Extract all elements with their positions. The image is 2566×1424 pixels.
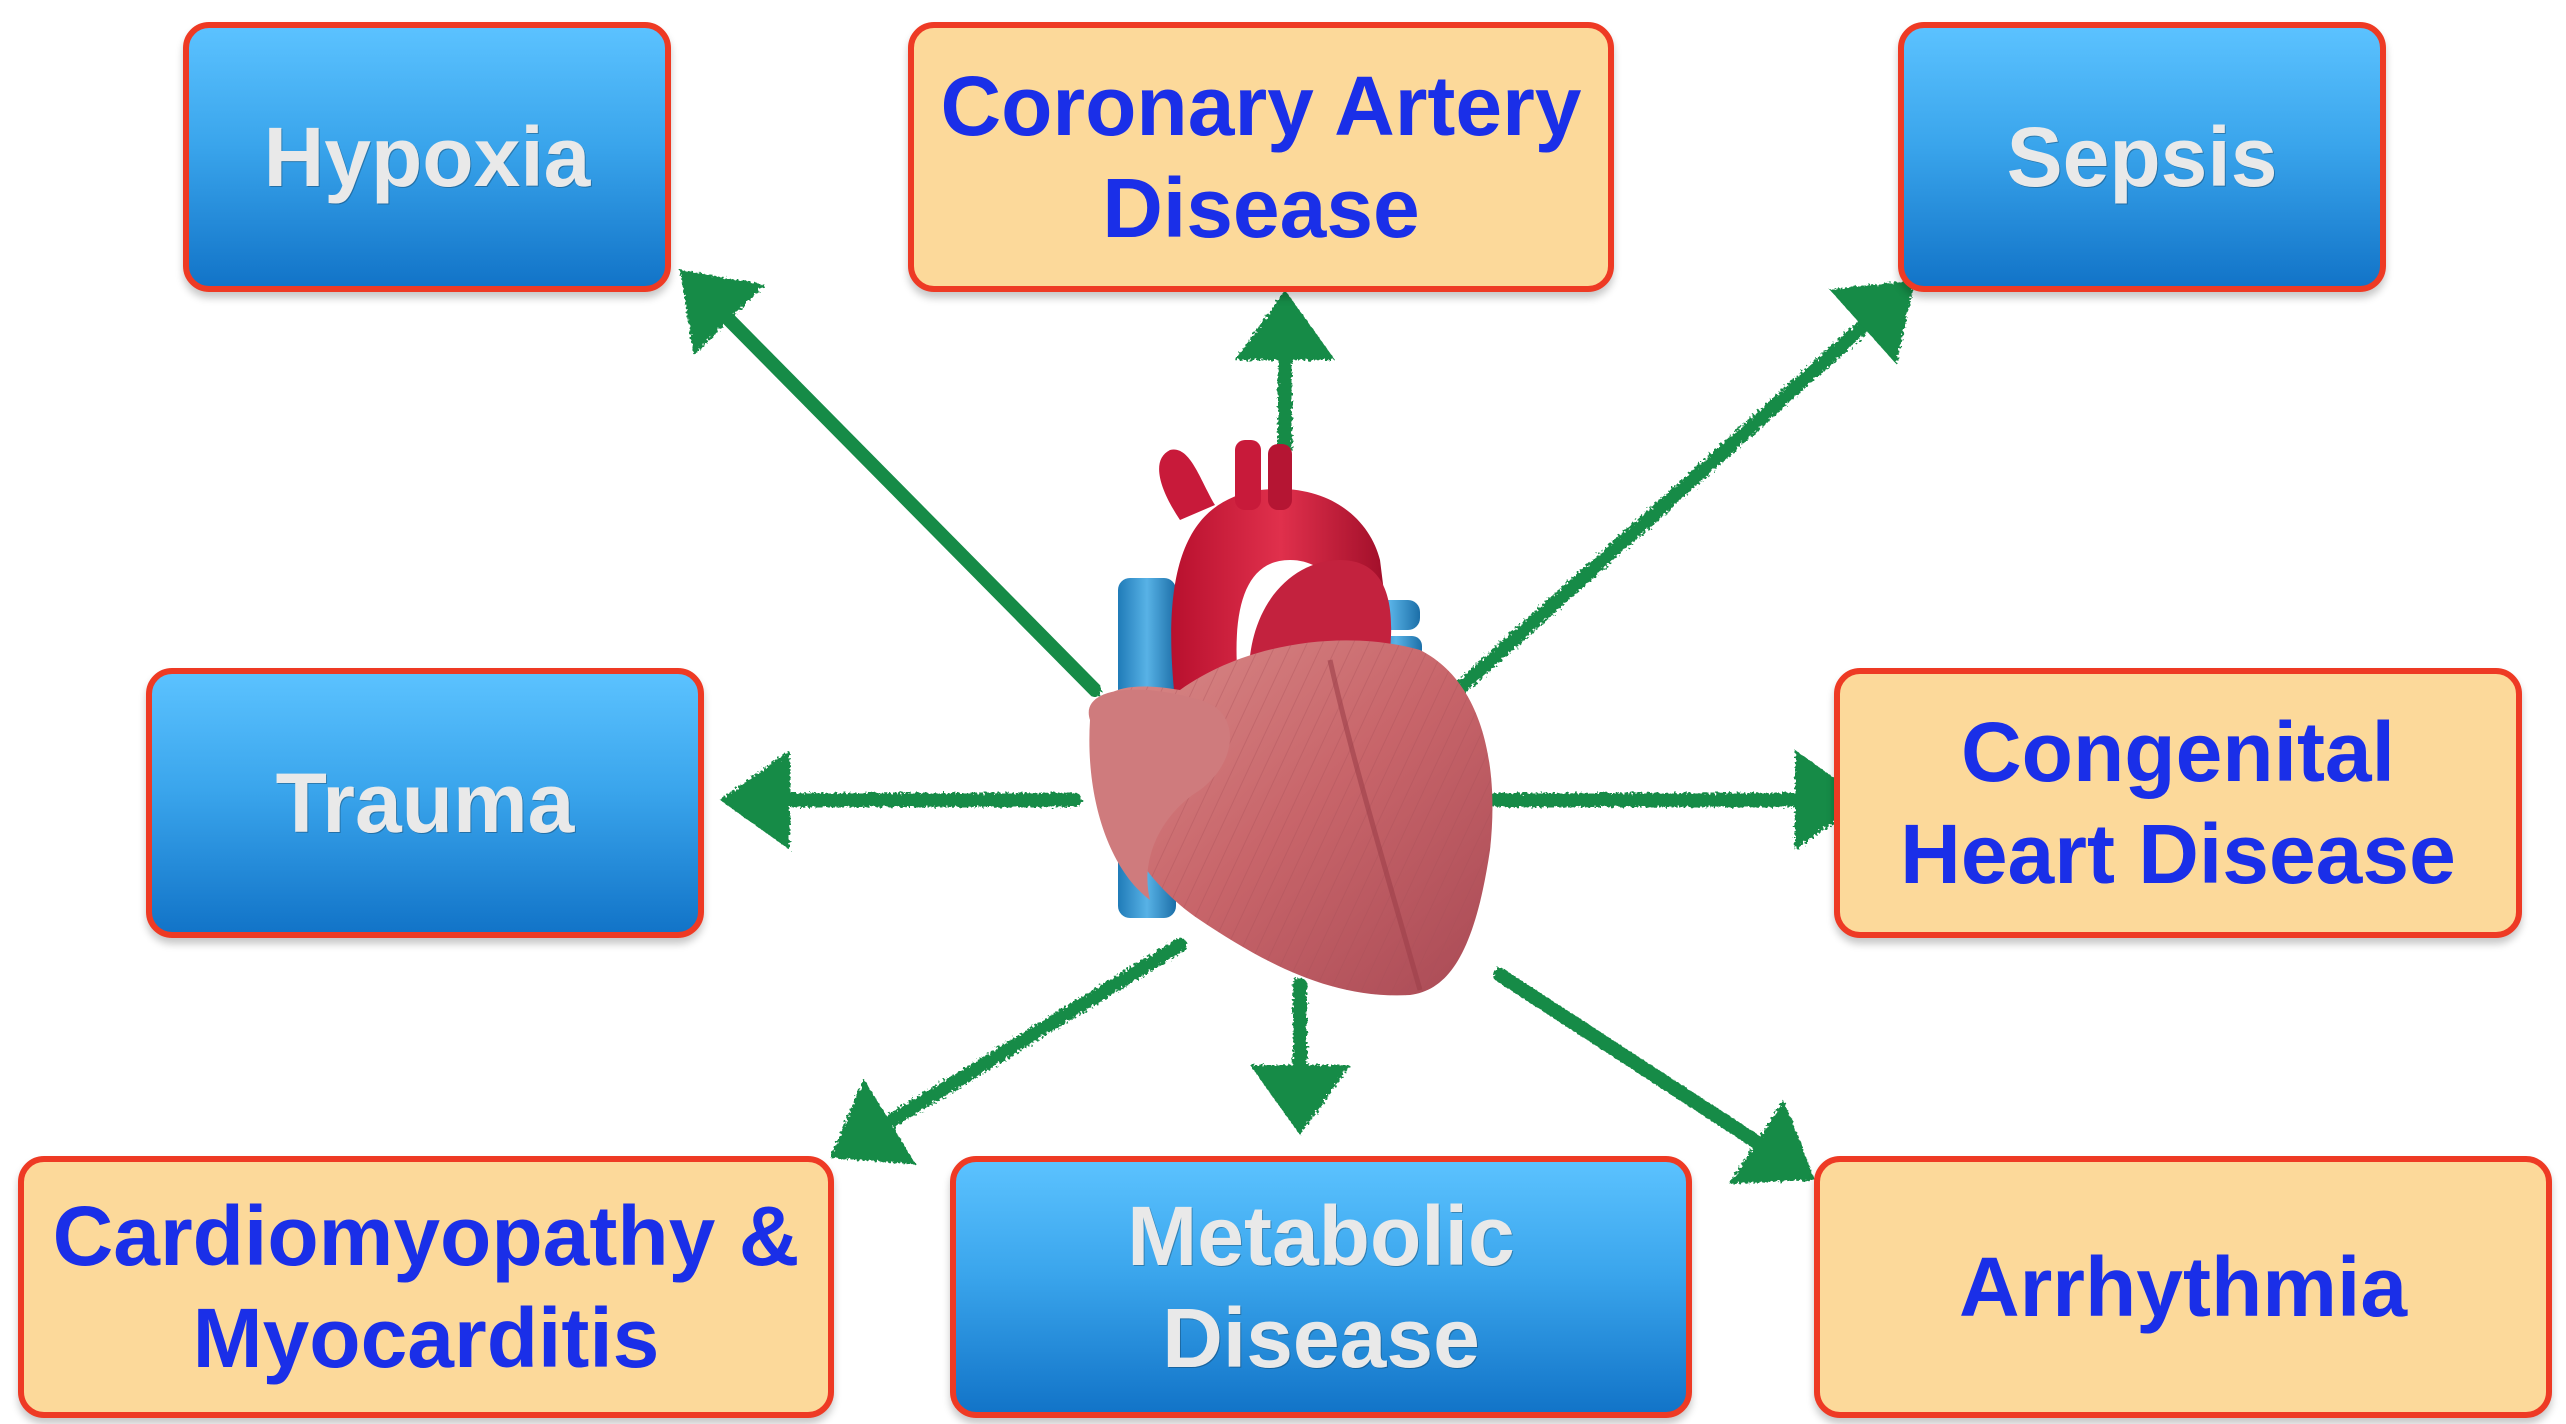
box-label-line: Arrhythmia [1959,1236,2407,1338]
box-label-line: Disease [1127,1287,1514,1389]
box-label-line: Trauma [276,752,575,854]
box-label-line: Coronary Artery [940,55,1581,157]
arrhythmia-box: Arrhythmia [1814,1156,2552,1418]
arrow-to-metabolic [1250,985,1350,1135]
arrow-to-cardiomyopathy [830,945,1180,1164]
arrow-to-arrhythmia [1500,975,1815,1184]
box-label: Hypoxia [264,106,591,208]
box-label: Arrhythmia [1959,1236,2407,1338]
box-label-line: Disease [940,157,1581,259]
hypoxia-box: Hypoxia [183,22,671,292]
box-label-line: Heart Disease [1900,803,2456,905]
box-label-line: Sepsis [2007,106,2278,208]
arrow-to-congenital [1495,750,1865,850]
box-label-line: Metabolic [1127,1185,1514,1287]
trauma-box: Trauma [146,668,704,938]
sepsis-box: Sepsis [1898,22,2386,292]
arrow-to-coronary [1235,290,1335,445]
arrow-to-trauma [720,750,1075,850]
arrow-to-sepsis [1430,280,1915,715]
box-label-line: Hypoxia [264,106,591,208]
box-label: Trauma [276,752,575,854]
heart-illustration [1089,440,1493,995]
box-label: Sepsis [2007,106,2278,208]
box-label-line: Cardiomyopathy & [53,1185,800,1287]
arrow-to-hypoxia [680,270,1095,690]
box-label-line: Congenital [1900,701,2456,803]
box-label-line: Myocarditis [53,1287,800,1389]
box-label: Cardiomyopathy &Myocarditis [53,1185,800,1390]
cardiomyopathy-myocarditis-box: Cardiomyopathy &Myocarditis [18,1156,834,1418]
